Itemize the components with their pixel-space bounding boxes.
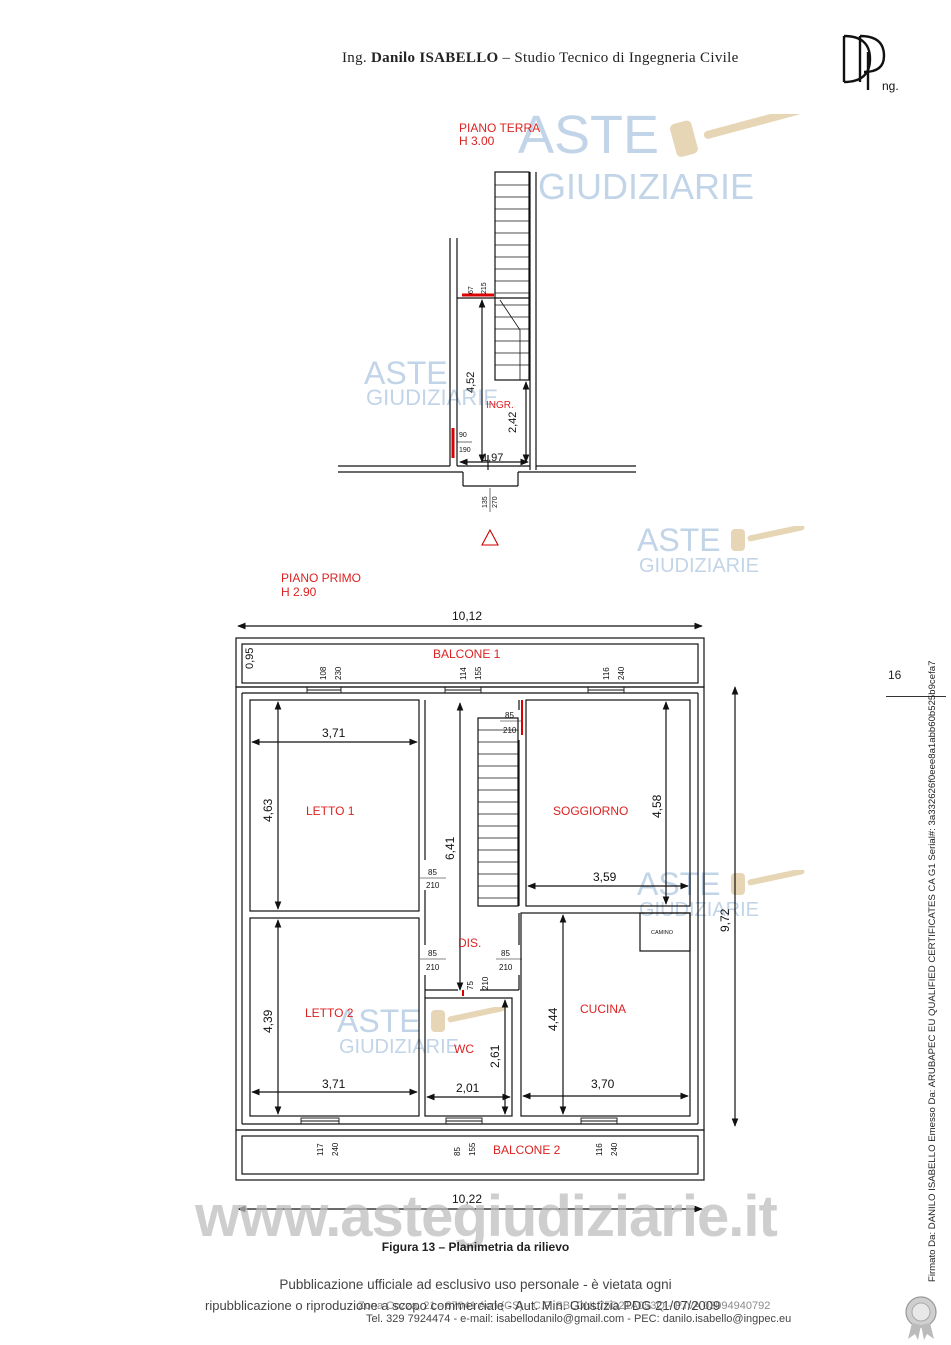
svg-text:2,42: 2,42 [507, 412, 519, 433]
ground-red-openings [451, 293, 494, 458]
page-number: 16 [888, 668, 902, 682]
ground-stair-treads [495, 184, 529, 366]
header-rest: – Studio Tecnico di Ingegneria Civile [502, 50, 739, 66]
svg-text:85: 85 [501, 949, 510, 958]
svg-text:270: 270 [492, 496, 499, 508]
svg-text:155: 155 [468, 1142, 477, 1156]
svg-text:116: 116 [602, 667, 611, 680]
svg-text:90: 90 [459, 432, 467, 439]
window-symbols [300, 686, 625, 1125]
svg-text:210: 210 [481, 976, 490, 990]
room-ingr: INGR. [486, 400, 514, 411]
opening-dividers [420, 720, 522, 960]
watermark-2: ASTE GIUDIZIARIE [364, 355, 499, 410]
svg-text:3,71: 3,71 [322, 1077, 346, 1091]
gavel-icon [431, 1007, 505, 1032]
svg-text:240: 240 [617, 666, 626, 680]
ground-floor-plan [338, 171, 636, 487]
svg-text:210: 210 [426, 881, 440, 890]
svg-text:190: 190 [459, 447, 471, 454]
svg-text:10,12: 10,12 [452, 609, 482, 623]
room-wc: WC [454, 1042, 474, 1056]
svg-text:4,58: 4,58 [650, 794, 664, 818]
watermark-5: ASTE GIUDIZIARIE [337, 1003, 507, 1063]
svg-text:135: 135 [482, 496, 489, 508]
svg-text:210: 210 [499, 963, 513, 972]
first-stair-treads [478, 729, 518, 899]
watermark-url: www.astegiudiziarie.it [195, 1184, 778, 1249]
ground-floor-height: H 3.00 [459, 134, 495, 148]
opening-labels: 108 230 114 155 116 240 85 210 85 210 85… [316, 666, 626, 1156]
figure-caption: Figura 13 – Planimetria da rilievo [381, 1240, 570, 1254]
svg-text:75: 75 [466, 981, 475, 990]
svg-text:116: 116 [595, 1143, 604, 1156]
svg-text:2,61: 2,61 [488, 1044, 502, 1068]
svg-text:67: 67 [468, 286, 475, 294]
room-camino: CAMINO [651, 930, 674, 936]
logo-text: ng. [882, 79, 899, 93]
footer-contacts: Tel. 329 7924474 - e-mail: isabellodanil… [366, 1313, 792, 1325]
svg-text:4,52: 4,52 [465, 372, 477, 393]
watermark-3: ASTE GIUDIZIARIE [637, 522, 807, 582]
first-floor-title: PIANO PRIMO [281, 571, 362, 585]
svg-text:1,97: 1,97 [482, 452, 503, 464]
footer-address: Zona Cozza, 21 - 87041 Acri (CS) - C.F. … [358, 1300, 771, 1312]
entrance-triangle-icon [481, 528, 499, 546]
svg-text:6,41: 6,41 [443, 836, 457, 860]
svg-text:10,22: 10,22 [452, 1192, 482, 1206]
first-floor-plan [235, 622, 739, 1213]
svg-text:230: 230 [334, 666, 343, 680]
header-title: Ing. Danilo ISABELLO – Studio Tecnico di… [342, 50, 739, 67]
svg-text:210: 210 [503, 726, 517, 735]
studio-logo: ng. [842, 34, 899, 93]
ground-floor-title: PIANO TERRA [459, 121, 541, 135]
svg-text:117: 117 [316, 1143, 325, 1156]
digital-signature: Firmato Da: DANILO ISABELLO Emesso Da: A… [927, 660, 938, 1282]
svg-text:3,71: 3,71 [322, 726, 346, 740]
room-balcone-1: BALCONE 1 [433, 647, 501, 661]
svg-text:4,39: 4,39 [261, 1009, 275, 1033]
footer-line-2: ripubblicazione o riproduzione a scopo c… [205, 1298, 721, 1313]
page-number-rule [886, 696, 946, 697]
header-prefix: Ing. [342, 50, 367, 66]
svg-text:3,59: 3,59 [593, 870, 617, 884]
room-cucina: CUCINA [580, 1002, 626, 1016]
room-letto-1: LETTO 1 [306, 804, 355, 818]
svg-text:114: 114 [459, 667, 468, 680]
room-balcone-2: BALCONE 2 [493, 1143, 561, 1157]
header-name: Danilo ISABELLO [371, 50, 499, 66]
svg-text:4,63: 4,63 [261, 798, 275, 822]
room-soggiorno: SOGGIORNO [553, 804, 628, 818]
svg-text:108: 108 [319, 666, 328, 680]
seal-icon [905, 1296, 937, 1340]
watermark-1: ASTE GIUDIZIARIE [518, 104, 808, 214]
first-floor-height: H 2.90 [281, 585, 317, 599]
svg-text:85: 85 [428, 949, 437, 958]
svg-text:85: 85 [453, 1147, 462, 1156]
svg-text:85: 85 [428, 868, 437, 877]
svg-text:2,01: 2,01 [456, 1081, 480, 1095]
svg-text:85: 85 [505, 711, 514, 720]
gavel-icon [670, 114, 801, 157]
svg-text:240: 240 [610, 1142, 619, 1156]
gavel-icon [731, 526, 805, 551]
svg-text:0,95: 0,95 [244, 648, 256, 669]
svg-text:3,70: 3,70 [591, 1077, 615, 1091]
room-letto-2: LETTO 2 [305, 1006, 354, 1020]
svg-text:215: 215 [481, 282, 488, 294]
svg-text:210: 210 [426, 963, 440, 972]
svg-text:9,72: 9,72 [718, 908, 732, 932]
svg-text:4,44: 4,44 [546, 1007, 560, 1031]
svg-text:155: 155 [474, 666, 483, 680]
svg-text:240: 240 [331, 1142, 340, 1156]
room-dis: DIS. [458, 936, 481, 950]
footer-line-1: Pubblicazione ufficiale ad esclusivo uso… [279, 1277, 672, 1292]
